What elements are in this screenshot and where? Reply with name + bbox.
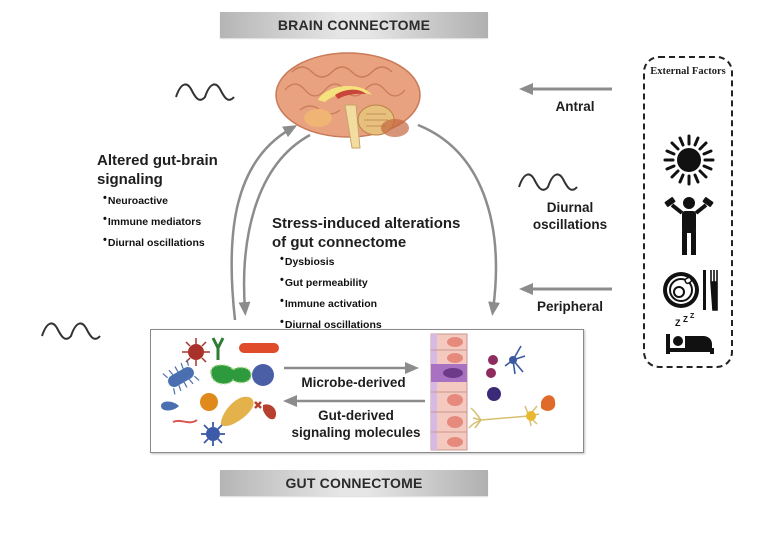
sun-icon xyxy=(663,134,715,186)
spiky-cell-icon xyxy=(201,422,225,446)
external-factors-box: External Factors xyxy=(643,56,733,368)
wave-icon-brain xyxy=(175,83,235,101)
list-item: Diurnal oscillations xyxy=(103,233,218,254)
red-bacterium-icon xyxy=(263,404,277,420)
label-line: Diurnal xyxy=(546,200,594,215)
virus-icon xyxy=(182,338,210,366)
altered-signaling-heading: Altered gut-brain signaling xyxy=(97,151,218,189)
neuron-body-icon xyxy=(526,411,536,421)
dendritic-cell-icon xyxy=(504,345,526,375)
spirochete-icon xyxy=(172,419,198,424)
rod-bacterium-icon xyxy=(239,343,279,353)
heading-line: signaling xyxy=(97,171,163,188)
stress-alterations-heading: Stress-induced alterations of gut connec… xyxy=(272,214,460,252)
list-item: Diurnal oscillations xyxy=(280,315,460,336)
meal-icon xyxy=(663,270,718,311)
label-line: Gut-derived xyxy=(318,408,394,423)
blue-cell-icon xyxy=(252,364,274,386)
list-item: Neuroactive xyxy=(103,191,218,212)
altered-signaling-panel: Altered gut-brain signaling Neuroactive … xyxy=(97,151,218,254)
stress-alterations-list: Dysbiosis Gut permeability Immune activa… xyxy=(280,252,460,336)
altered-signaling-list: Neuroactive Immune mediators Diurnal osc… xyxy=(103,191,218,254)
svg-text:Z: Z xyxy=(683,315,688,324)
heading-line: of gut connectome xyxy=(272,234,407,251)
orange-cell-icon xyxy=(200,393,218,411)
gut-connectome-title: GUT CONNECTOME xyxy=(285,475,423,491)
arrow-brain-to-gut-right xyxy=(417,123,501,316)
gut-derived-label: Gut-derived signaling molecules xyxy=(281,407,431,441)
gut-connectome-box: Microbe-derived Gut-derived signaling mo… xyxy=(150,329,584,453)
antral-label: Antral xyxy=(555,99,595,114)
external-factors-icons: Z Z Z xyxy=(663,134,718,354)
list-item: Gut permeability xyxy=(280,273,460,294)
external-factors-title: External Factors xyxy=(650,66,726,77)
list-item: Immune activation xyxy=(280,294,460,315)
epithelium-icon xyxy=(430,333,468,451)
teardrop-bacterium-icon xyxy=(161,401,179,411)
stress-alterations-panel: Stress-induced alterations of gut connec… xyxy=(272,214,460,336)
diurnal-oscillations-label: Diurnal oscillations xyxy=(515,199,625,233)
microbes-icon xyxy=(161,337,279,446)
gut-illustration xyxy=(161,333,556,451)
wave-icon-diurnal xyxy=(518,173,578,191)
sleep-icon: Z Z Z xyxy=(666,313,714,354)
flagellated-bacterium-icon xyxy=(162,359,200,395)
glial-cell-icon xyxy=(541,395,556,411)
arrow-gut-to-brain xyxy=(230,125,298,321)
brain-icon xyxy=(275,52,421,149)
list-item: Dysbiosis xyxy=(280,252,460,273)
svg-text:Z: Z xyxy=(675,318,681,328)
label-line: oscillations xyxy=(532,217,608,232)
svg-text:Z: Z xyxy=(690,313,695,320)
microbe-derived-label: Microbe-derived xyxy=(301,375,406,390)
list-item: Immune mediators xyxy=(103,212,218,233)
immune-cell-icon xyxy=(487,387,501,401)
label-line: signaling molecules xyxy=(291,425,421,440)
green-bacterium-icon xyxy=(210,364,252,385)
exercise-icon xyxy=(664,197,714,255)
immune-cell-icon xyxy=(486,368,496,378)
brain-connectome-title: BRAIN CONNECTOME xyxy=(277,17,431,33)
immune-cell-icon xyxy=(488,355,498,365)
antibody-icon xyxy=(211,337,225,360)
heading-line: Stress-induced alterations xyxy=(272,215,461,232)
brain-connectome-banner: BRAIN CONNECTOME xyxy=(220,12,488,38)
wave-icon-gut xyxy=(41,322,101,340)
gut-connectome-banner: GUT CONNECTOME xyxy=(220,470,488,496)
peripheral-label: Peripheral xyxy=(536,299,604,314)
yellow-bacterium-icon xyxy=(220,396,254,426)
arrow-brain-to-gut-left xyxy=(238,133,311,316)
cross-icon xyxy=(254,401,262,409)
heading-line: Altered gut-brain xyxy=(97,152,218,169)
